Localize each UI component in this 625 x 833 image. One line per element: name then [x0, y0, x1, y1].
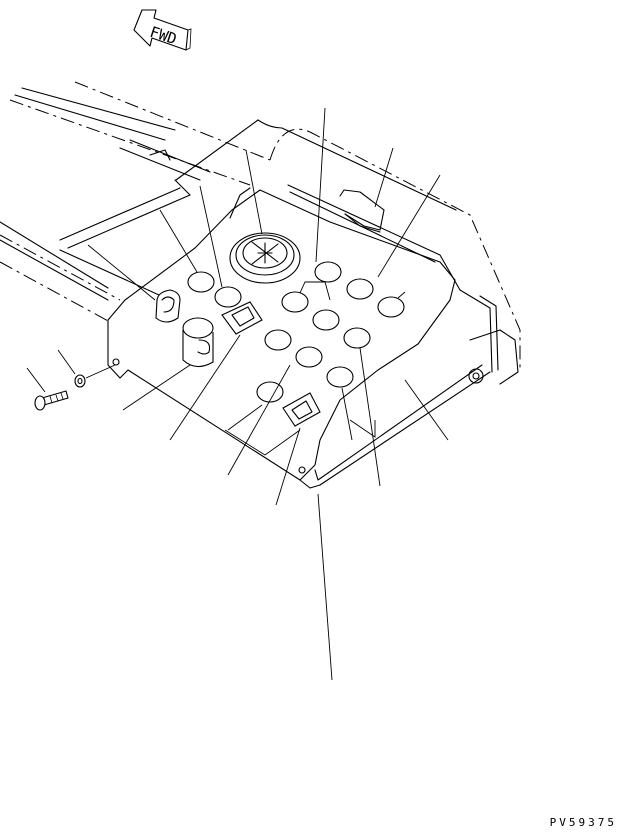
fwd-arrow-icon: FWD — [133, 9, 192, 51]
button — [314, 261, 342, 283]
cigar-lighter — [182, 317, 214, 368]
fwd-label: FWD — [148, 23, 179, 48]
button — [326, 366, 354, 388]
button — [214, 286, 242, 308]
button — [256, 381, 284, 403]
screw-icon — [34, 390, 69, 411]
button — [281, 291, 309, 313]
button — [187, 271, 215, 293]
washer-icon — [74, 374, 86, 388]
key-switch — [229, 232, 301, 284]
button — [377, 296, 405, 318]
drawing-code: PV59375 — [549, 816, 617, 829]
switch-knob — [155, 289, 181, 323]
rocker-switch-upper — [221, 301, 263, 335]
button-group — [187, 261, 405, 403]
button — [295, 346, 323, 368]
button — [343, 327, 371, 349]
dashboard-frame — [0, 87, 457, 301]
console-panel — [107, 184, 519, 489]
leader-lines — [26, 107, 449, 681]
cab-outline — [0, 81, 521, 370]
button — [312, 309, 340, 331]
rocker-switch-lower — [282, 392, 321, 427]
button — [264, 329, 292, 351]
button — [346, 278, 374, 300]
